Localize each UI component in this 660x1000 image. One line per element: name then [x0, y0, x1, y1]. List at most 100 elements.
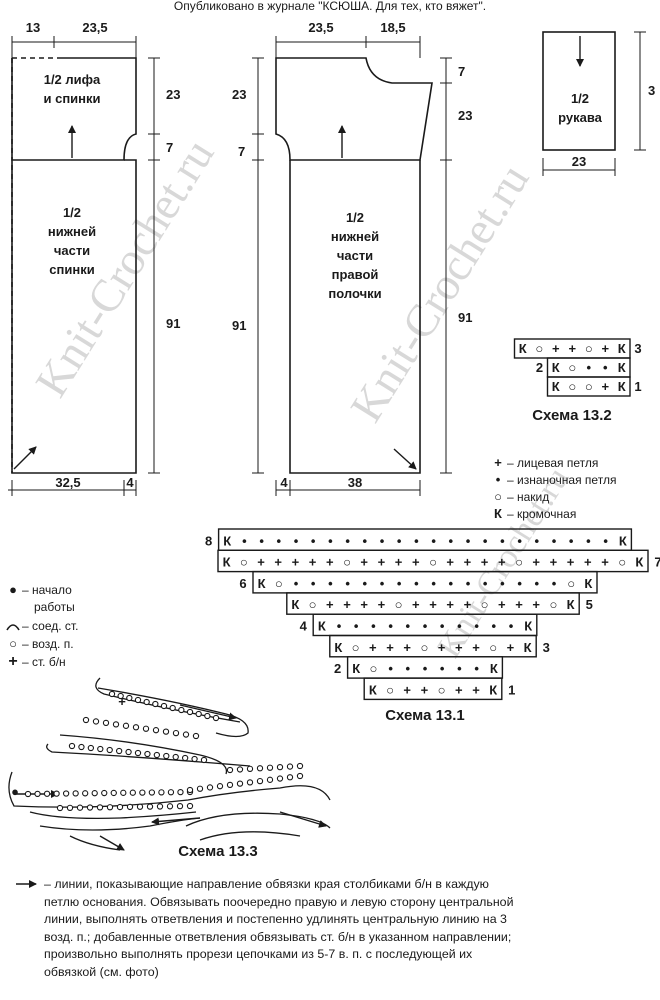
- scheme-13-1-row-number: 6: [239, 576, 246, 591]
- chain-stitch-mark: [166, 803, 174, 810]
- scheme-13-1-cell: •: [457, 619, 462, 634]
- chain-stitch-mark: [286, 774, 294, 781]
- chain-stitch-mark: [246, 765, 254, 773]
- front-lower-label-3: части: [337, 248, 373, 263]
- motif-direction-arrow: [151, 817, 201, 826]
- legend-purl-text: – изнаночная петля: [507, 473, 616, 487]
- scheme-13-1-cell: ○: [309, 597, 317, 612]
- back-yoke-label-1: 1/2 лифа: [44, 72, 101, 87]
- scheme-13-1-cell: +: [395, 555, 403, 570]
- sleeve-outline: [542, 31, 616, 151]
- sleeve-dim-bottom: 23: [572, 154, 586, 169]
- chain-stitch-mark: [206, 784, 214, 791]
- scheme-13-1-cell: •: [388, 661, 393, 676]
- scheme-13-1-cell: •: [509, 619, 514, 634]
- chain-stitch-mark: [204, 712, 211, 720]
- chain-stitch-mark: [200, 756, 208, 764]
- scheme-13-1-cell: ○: [395, 597, 403, 612]
- scheme-13-1-cell: ○: [567, 576, 575, 591]
- scheme-13-1-cell: •: [380, 576, 385, 591]
- scheme-13-1-row: [363, 677, 503, 701]
- motif-start-dot: ●: [11, 784, 19, 799]
- scheme-13-1-cell: •: [406, 619, 411, 634]
- chain-stitch-mark: [53, 790, 60, 797]
- sc-stitch-mark: +: [118, 694, 126, 709]
- scheme-13-1-cell: •: [449, 576, 454, 591]
- scheme-13-1-cell: ○: [420, 640, 428, 655]
- back-lower-label-3: части: [54, 243, 90, 258]
- chain-stitch-mark: [181, 754, 189, 762]
- scheme-13-1-cell: •: [388, 619, 393, 634]
- chain-stitch-mark: [132, 724, 140, 731]
- scheme-13-1-row-number: 2: [334, 661, 341, 676]
- scheme-13-1-cell: •: [431, 576, 436, 591]
- chain-stitch-mark: [192, 732, 200, 740]
- scheme-13-1-cell: •: [345, 533, 350, 548]
- chain-stitch-mark: [92, 718, 100, 725]
- motif-lower-1: [29, 811, 197, 820]
- chain-stitch-mark: [153, 751, 161, 759]
- scheme-13-1-cell: •: [345, 576, 350, 591]
- scheme-13-1-cell: •: [483, 533, 488, 548]
- scheme-13-1-row-number: 7: [654, 555, 660, 570]
- scheme-13-1-cell: +: [421, 682, 429, 697]
- chain-stitch-mark: [72, 790, 79, 797]
- scheme-13-1-cell: К: [291, 597, 299, 612]
- scheme-13-1-cell: •: [431, 533, 436, 548]
- chain-stitch-mark: [276, 763, 284, 771]
- scheme-13-1-cell: +: [532, 555, 540, 570]
- scheme-13-2-cell: +: [601, 341, 609, 356]
- chain-stitch-mark: [76, 804, 84, 811]
- footnote-text: – линии, показывающие направление обвязк…: [44, 877, 514, 979]
- front-dim-right-yoke: 23: [458, 108, 472, 123]
- back-lower-label-1: 1/2: [63, 205, 81, 220]
- back-lower-outline: [11, 159, 137, 474]
- chain-stitch-mark: [43, 790, 51, 797]
- chain-stitch-mark: [266, 776, 274, 783]
- scheme-13-1-cell: К: [524, 619, 532, 634]
- chain-stitch-mark: [144, 750, 151, 758]
- chain-stitch-mark: [226, 781, 234, 789]
- scheme-13-1-cell: +: [292, 555, 300, 570]
- back-lower-label-4: спинки: [49, 262, 94, 277]
- scheme-13-1-row-number: 8: [205, 533, 212, 548]
- scheme-13-1-cell: ○: [343, 555, 351, 570]
- scheme-13-1-cell: +: [369, 640, 377, 655]
- scheme-13-1-cell: +: [309, 555, 317, 570]
- scheme-13-2-cell: ○: [568, 360, 576, 375]
- chain-stitch-mark: [102, 719, 110, 727]
- front-lower-outline: [289, 160, 421, 474]
- legend-knit-symbol: +: [494, 455, 502, 470]
- scheme-13-1-cell: •: [517, 576, 522, 591]
- front-dim-right-lower: 91: [458, 310, 472, 325]
- chain-stitch-mark: [62, 790, 70, 797]
- publication-note: Опубликовано в журнале "КСЮША. Для тех, …: [174, 0, 486, 13]
- chain-stitch-mark: [169, 704, 176, 712]
- chain-stitch-mark: [129, 789, 136, 796]
- scheme-13-3-drawing: [8, 677, 331, 851]
- scheme-13-1-cell: •: [259, 533, 264, 548]
- chain-stitch-mark: [266, 764, 274, 771]
- scheme-13-1-cell: +: [567, 555, 575, 570]
- scheme-13-2-cell: ○: [585, 379, 593, 394]
- scheme-13-1-cell: •: [466, 533, 471, 548]
- chain-stitch-mark: [101, 789, 108, 797]
- scheme-13-1-cell: +: [403, 682, 411, 697]
- scheme-13-1-cell: •: [603, 533, 608, 548]
- front-dim-bottom-main: 38: [348, 475, 362, 490]
- scheme-13-1-cell: К: [490, 661, 498, 676]
- back-lower-label-2: нижней: [48, 224, 96, 239]
- scheme-13-1-cell: •: [363, 533, 368, 548]
- front-dim-bottom-edge: 4: [280, 475, 288, 490]
- motif-center-loop: [8, 771, 331, 808]
- scheme-13-1-cell: •: [569, 533, 574, 548]
- sleeve-dim-right: 3: [648, 83, 655, 98]
- scheme-13-1-cell: +: [257, 555, 265, 570]
- scheme-13-1-cell: +: [472, 682, 480, 697]
- scheme-13-1-cell: •: [311, 576, 316, 591]
- scheme-13-1-cell: •: [500, 576, 505, 591]
- scheme-13-1-cell: К: [223, 533, 231, 548]
- chain-stitch-mark: [172, 729, 180, 737]
- chain-stitch-mark: [34, 790, 41, 798]
